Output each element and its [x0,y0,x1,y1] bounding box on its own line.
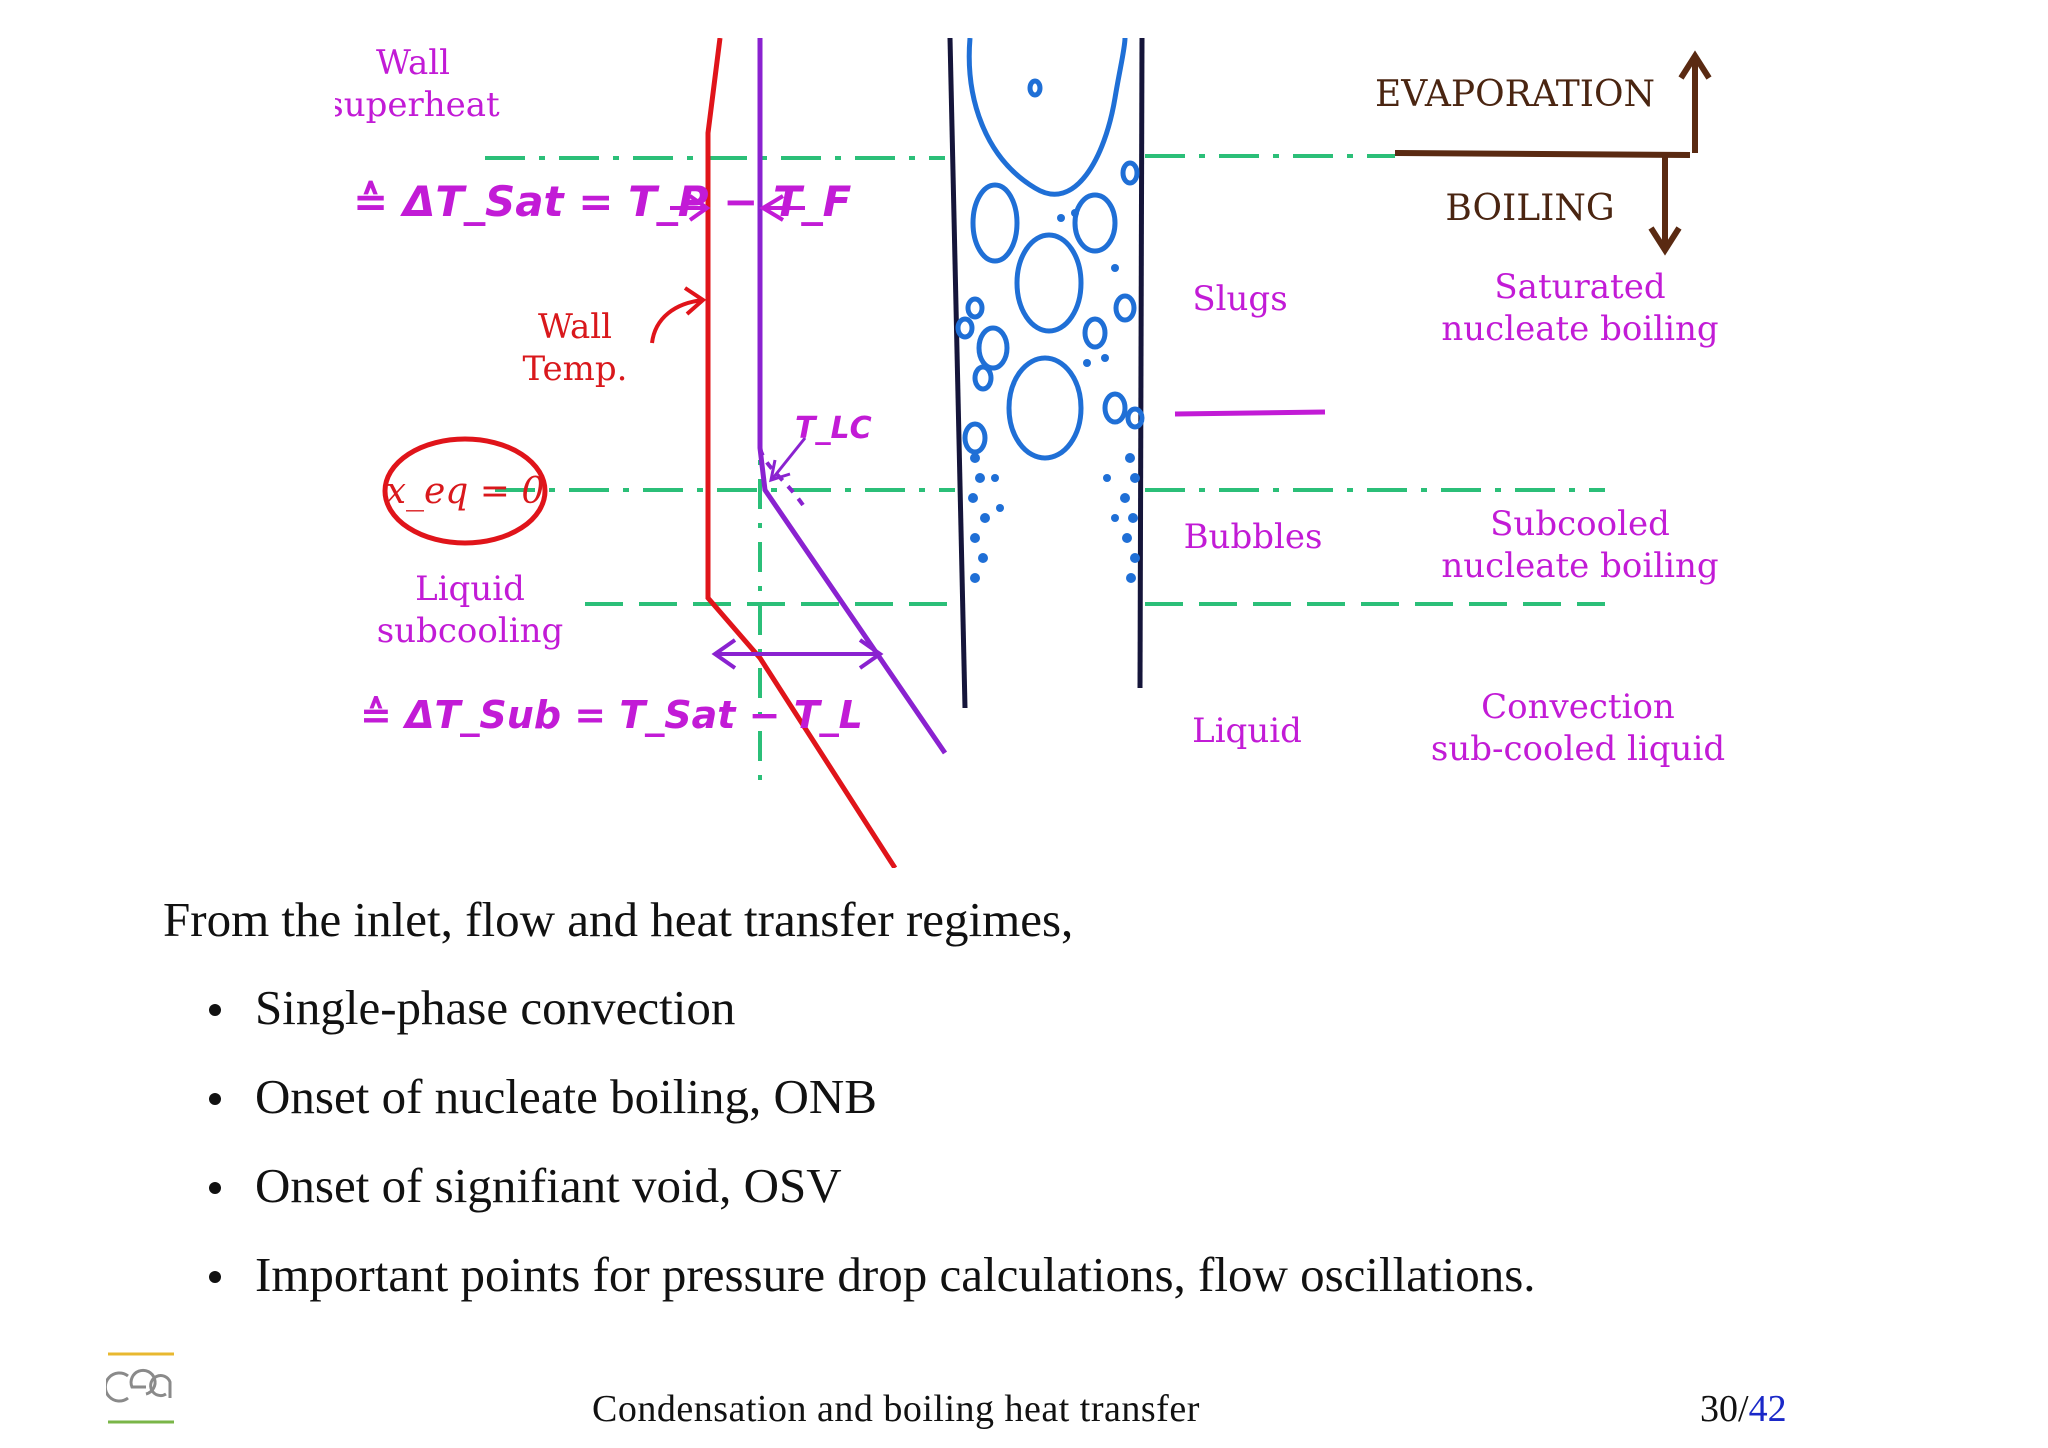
page-total-link[interactable]: 42 [1748,1388,1787,1430]
bubbles-label: Bubbles [1184,517,1323,557]
wall-superheat-label-1: Wall [376,43,450,83]
liquid-label: Liquid [1192,711,1302,751]
pipe-walls [947,38,1145,709]
list-item-text: Onset of nucleate boiling, ONB [255,1069,877,1124]
wall-temp-label-2: Temp. [523,349,628,389]
list-item: Important points for pressure drop calcu… [203,1245,1863,1305]
liquid-subcooling-label-1: Liquid [415,569,525,609]
small-bubbles [968,209,1140,583]
x-eq-circle [382,436,548,546]
convection-label-1: Convection [1481,687,1675,727]
wall-temp-arrow [650,286,707,344]
x-eq-label: x_eq = 0 [386,471,545,512]
convection-label-2: sub-cooled liquid [1431,729,1725,769]
bullet-icon [209,1004,221,1016]
delta-t-sat-formula: ≙ ΔT_Sat = T_P − T_F [353,177,852,226]
subcooled-label-1: Subcooled [1490,504,1670,544]
bullet-icon [209,1271,221,1283]
two-phase-flow [955,38,1145,461]
boiling-regimes-figure: Wall superheat ≙ ΔT_Sat = T_P − T_F Wall… [335,38,1725,868]
wall-superheat-label-2: superheat [335,85,500,125]
evaporation-label: EVAPORATION [1375,74,1655,115]
regime-list: Single-phase convection Onset of nucleat… [203,978,1863,1305]
delta-t-sub-formula: ≙ ΔT_Sub = T_Sat − T_L [360,693,863,737]
delta-t-sat-arrows [670,194,805,222]
subcooled-label-2: nucleate boiling [1441,546,1718,586]
regime-boundary-lines [485,38,1605,793]
t-lc-pointer [769,437,807,483]
list-item: Single-phase convection [203,978,1863,1038]
list-item-text: Single-phase convection [255,980,736,1035]
liquid-subcooling-label-2: subcooling [377,611,564,651]
wall-temp-label-1: Wall [538,307,612,347]
list-item: Onset of signifiant void, OSV [203,1156,1863,1216]
liquid-temperature-curve [757,38,948,755]
page-number: 30/42 [1700,1387,1787,1431]
saturated-label-2: nucleate boiling [1441,309,1718,349]
boiling-label: BOILING [1445,188,1614,229]
list-item-text: Important points for pressure drop calcu… [255,1247,1536,1302]
list-item: Onset of nucleate boiling, ONB [203,1067,1863,1127]
intro-text: From the inlet, flow and heat transfer r… [163,892,1074,947]
saturated-label-1: Saturated [1494,267,1665,307]
wall-temperature-curve [705,38,898,868]
cea-logo-icon [106,1352,174,1424]
page-separator: / [1738,1388,1749,1430]
slide-body: From the inlet, flow and heat transfer r… [163,890,1863,1334]
bullet-icon [209,1093,221,1105]
page-current: 30 [1700,1388,1738,1430]
t-lc-label: T_LC [795,411,872,446]
bullet-icon [209,1182,221,1194]
delta-t-sub-arrow [711,638,884,670]
slugs-bubbles-separator [1174,409,1326,417]
slugs-label: Slugs [1192,279,1287,319]
evaporation-boiling-arrow [1394,50,1712,256]
list-item-text: Onset of signifiant void, OSV [255,1158,842,1213]
footer-title: Condensation and boiling heat transfer [592,1388,1200,1430]
